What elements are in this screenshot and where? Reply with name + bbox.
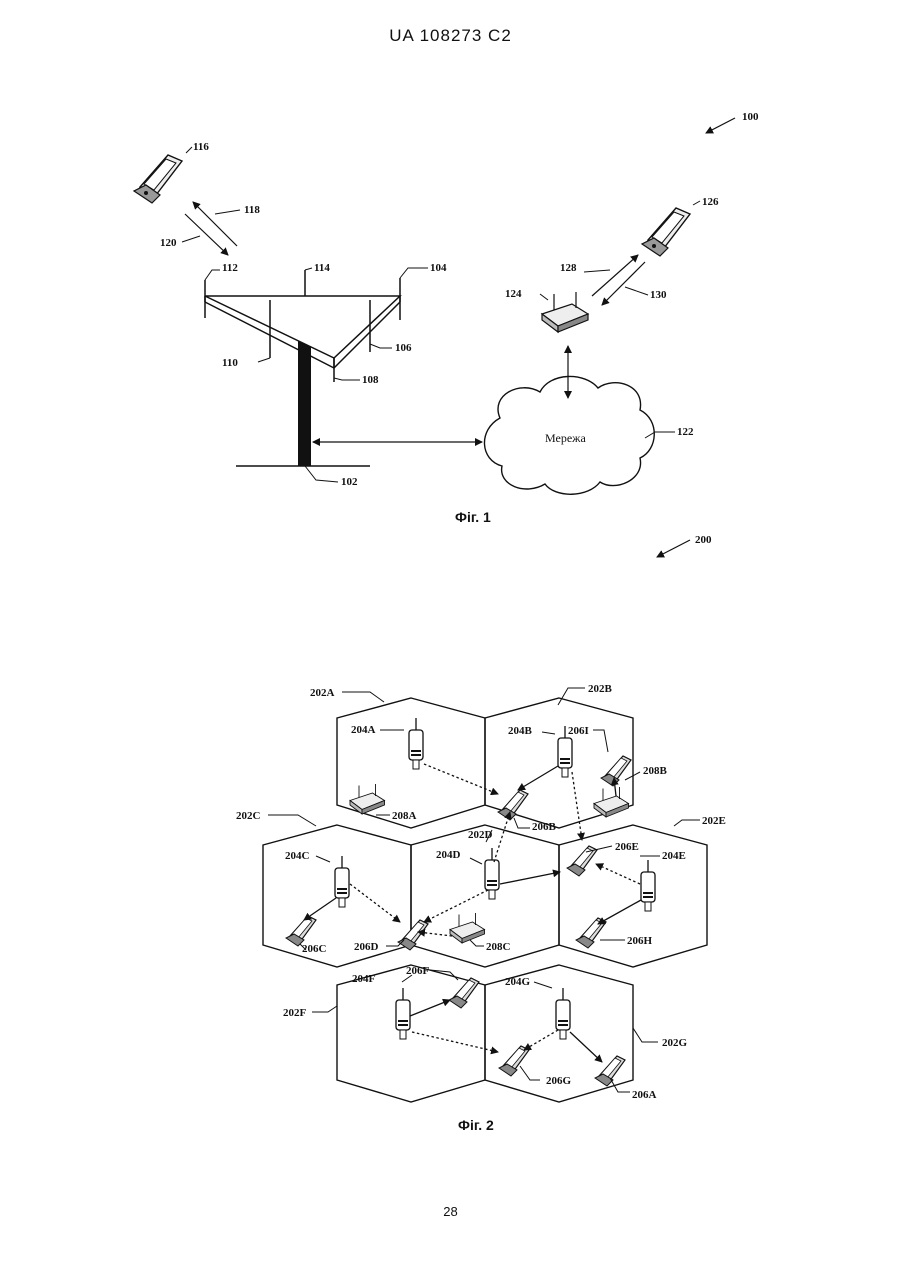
fig1-caption: Фіг. 1: [455, 509, 491, 525]
label-204D: 204D: [436, 849, 461, 861]
label-204F: 204F: [352, 973, 376, 985]
downlink-arrow-120: [185, 214, 228, 255]
ref-128: 128: [560, 262, 577, 274]
access-point-208C: [450, 913, 485, 943]
mobile-device-126: [642, 208, 690, 256]
ref-112: 112: [222, 262, 238, 274]
cell-202D: [411, 825, 559, 967]
base-station-204G: [556, 988, 570, 1039]
ref-130: 130: [650, 289, 667, 301]
base-station-204F: [396, 988, 410, 1039]
label-206B: 206B: [532, 821, 557, 833]
link-204C-206C: [304, 898, 336, 920]
access-point-208A: [350, 784, 385, 814]
label-206H: 206H: [627, 935, 653, 947]
dlink-204D-206D: [424, 890, 488, 922]
ref-126: 126: [702, 196, 719, 208]
dlink-208C-206D: [418, 932, 452, 936]
terminal-206D: [398, 920, 428, 950]
ref-114: 114: [314, 262, 330, 274]
label-202D: 202D: [468, 829, 493, 841]
fig2-caption: Фіг. 2: [458, 1117, 494, 1133]
link-204E-206H: [598, 900, 641, 924]
ref-200: 200: [695, 534, 712, 546]
link-204B-206B: [518, 766, 558, 790]
ref-102: 102: [341, 476, 358, 488]
dlink-204G-206G: [524, 1030, 558, 1050]
ref-124: 124: [505, 288, 522, 300]
tower-pole: [298, 340, 311, 466]
label-204B: 204B: [508, 725, 533, 737]
page-number: 28: [0, 1204, 901, 1219]
ref-108: 108: [362, 374, 379, 386]
ref-118: 118: [244, 204, 260, 216]
ref-110: 110: [222, 357, 238, 369]
dlink-204B-206E: [572, 772, 582, 840]
terminal-206F: [449, 978, 479, 1008]
label-206A: 206A: [632, 1089, 657, 1101]
ref-104: 104: [430, 262, 447, 274]
link-204F-206F: [410, 1000, 450, 1016]
link-204D-206E: [500, 872, 560, 884]
dlink-204A-206B: [424, 764, 498, 794]
label-206C: 206C: [302, 943, 327, 955]
link-204G-206A: [570, 1032, 602, 1062]
base-station-204A: [409, 718, 423, 769]
system-pointer-100: [706, 118, 735, 133]
access-point-124: [542, 292, 588, 332]
ref-100: 100: [742, 111, 759, 123]
label-202E: 202E: [702, 815, 726, 827]
label-204A: 204A: [351, 724, 376, 736]
ref-120: 120: [160, 237, 177, 249]
dlink-204D-206B: [494, 812, 510, 862]
network-label: Мережа: [545, 431, 586, 445]
label-202A: 202A: [310, 687, 335, 699]
terminal-206B: [498, 790, 528, 820]
uplink-arrow-118: [193, 202, 237, 246]
ref-122: 122: [677, 426, 694, 438]
dlink-204E-206E: [596, 864, 640, 884]
label-206G: 206G: [546, 1075, 572, 1087]
label-206I: 206I: [568, 725, 589, 737]
label-202F: 202F: [283, 1007, 307, 1019]
label-208A: 208A: [392, 810, 417, 822]
base-station-204C: [335, 856, 349, 907]
access-point-208B: [594, 787, 629, 817]
label-208C: 208C: [486, 941, 511, 953]
dlink-204C-206D: [350, 884, 400, 922]
ref-116: 116: [193, 141, 209, 153]
figure-2: 200: [236, 534, 726, 1133]
label-206F: 206F: [406, 965, 430, 977]
label-204G: 204G: [505, 976, 531, 988]
label-202G: 202G: [662, 1037, 688, 1049]
label-206D: 206D: [354, 941, 379, 953]
terminal-206I: [601, 756, 631, 786]
label-204C: 204C: [285, 850, 310, 862]
figure-1: 100 116 118 120 112 114 104 110 106 108 …: [134, 111, 759, 525]
base-station-204D: [485, 848, 499, 899]
label-202C: 202C: [236, 810, 261, 822]
cell-202F: [337, 965, 485, 1102]
label-202B: 202B: [588, 683, 613, 695]
label-204E: 204E: [662, 850, 686, 862]
terminal-206C: [286, 916, 316, 946]
label-208B: 208B: [643, 765, 668, 777]
label-206E: 206E: [615, 841, 639, 853]
base-station-204E: [641, 860, 655, 911]
mobile-device-116: [134, 155, 182, 203]
system-pointer-200: [657, 540, 690, 557]
ref-106: 106: [395, 342, 412, 354]
